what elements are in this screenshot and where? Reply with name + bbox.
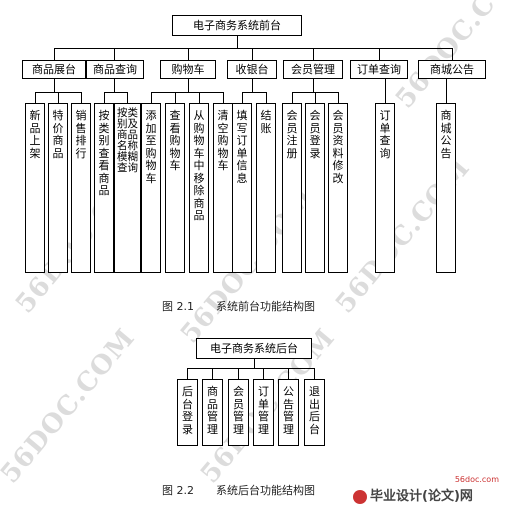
leaf-node: 销售排行 xyxy=(71,103,91,273)
leaf-node: 查看购物车 xyxy=(165,103,185,273)
leaf-node: 填写订单信息 xyxy=(232,103,252,273)
leaf-node: 特价商品 xyxy=(48,103,68,273)
leaf-node: 会员资料修改 xyxy=(328,103,348,273)
leaf-node: 添加至购物车 xyxy=(141,103,161,273)
root-node: 电子商务系统前台 xyxy=(172,15,302,36)
leaf-node: 从购物车中移除商品 xyxy=(189,103,209,273)
leaf-node: 新品上架 xyxy=(25,103,45,273)
watermark: 56DOC.COM xyxy=(390,0,505,115)
leaf-node: 订单管理 xyxy=(253,379,274,446)
leaf-node: 会员登录 xyxy=(305,103,325,273)
module-node: 商城公告 xyxy=(418,60,486,79)
module-node: 收银台 xyxy=(227,60,277,79)
leaf-node: 商城公告 xyxy=(436,103,456,273)
watermark: 56DOC.COM xyxy=(0,323,142,490)
module-node: 商品查询 xyxy=(86,60,144,79)
module-node: 会员管理 xyxy=(283,60,343,79)
leaf-node: 会员注册 xyxy=(282,103,302,273)
leaf-node: 按类别及商品名称模糊查询 xyxy=(114,103,141,273)
module-node: 商品展台 xyxy=(22,60,86,79)
leaf-node: 商品管理 xyxy=(202,379,223,446)
leaf-node: 清空购物车 xyxy=(213,103,233,273)
site-logo: 56doc.com 毕业设计(论文)网 xyxy=(353,475,503,511)
leaf-node: 订单查询 xyxy=(375,103,395,273)
module-node: 购物车 xyxy=(160,60,216,79)
leaf-node: 按类别查看商品 xyxy=(94,103,114,273)
leaf-node: 退出后台 xyxy=(304,379,325,446)
leaf-node: 会员管理 xyxy=(228,379,249,446)
leaf-node: 后台登录 xyxy=(177,379,198,446)
logo-icon xyxy=(353,489,367,504)
root-node: 电子商务系统后台 xyxy=(196,338,312,359)
leaf-node: 公告管理 xyxy=(278,379,299,446)
module-node: 订单查询 xyxy=(350,60,408,79)
leaf-node: 结账 xyxy=(256,103,276,273)
